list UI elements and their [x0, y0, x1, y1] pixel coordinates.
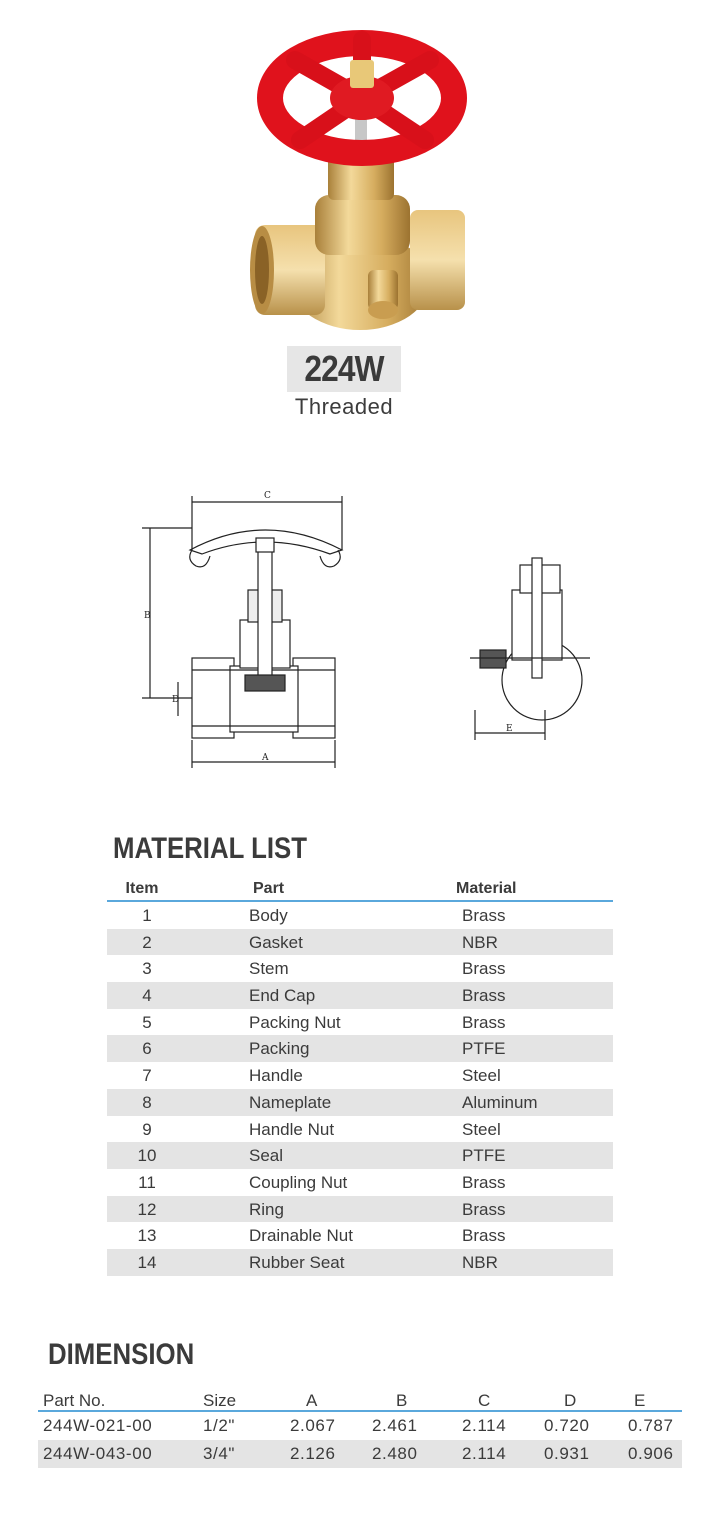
- material-name: Brass: [462, 986, 506, 1006]
- item-number: 1: [142, 906, 152, 925]
- model-label-box: 224W: [287, 346, 401, 392]
- item-number: 8: [142, 1092, 152, 1112]
- material-name: Brass: [462, 1012, 506, 1032]
- part-name: Packing Nut: [249, 1012, 341, 1032]
- item-number: 4: [142, 986, 152, 1006]
- dim-a-value: 2.126: [290, 1444, 336, 1463]
- item-number: 11: [138, 1172, 156, 1192]
- material-name: Brass: [462, 1199, 506, 1219]
- material-row: 1 Body Brass: [107, 902, 613, 929]
- header-d: D: [564, 1391, 577, 1410]
- dim-c-value: 2.114: [462, 1444, 507, 1463]
- technical-drawing: C A B D E: [142, 491, 590, 768]
- material-row: 13 Drainable Nut Brass: [107, 1222, 613, 1249]
- material-name: Brass: [462, 1172, 506, 1192]
- part-name: End Cap: [249, 986, 316, 1006]
- item-number: 7: [142, 1066, 152, 1086]
- connection-type: Threaded: [294, 394, 394, 419]
- part-name: Packing: [249, 1039, 310, 1059]
- material-row: 11 Coupling Nut Brass: [107, 1169, 613, 1196]
- size-value: 1/2": [203, 1416, 236, 1435]
- material-row: 2 Gasket NBR: [107, 928, 613, 956]
- item-number: 5: [142, 1012, 152, 1032]
- material-name: Brass: [462, 959, 506, 979]
- header-item: Item: [125, 880, 159, 897]
- valve-product-image: [250, 30, 467, 330]
- dim-e-value: 0.787: [628, 1416, 674, 1435]
- dim-b-value: 2.480: [372, 1444, 418, 1463]
- material-name: PTFE: [462, 1039, 506, 1059]
- material-list-title: MATERIAL LIST: [113, 832, 307, 865]
- item-number: 9: [142, 1119, 152, 1139]
- part-name: Body: [249, 906, 288, 925]
- dim-e-value: 0.906: [628, 1444, 674, 1463]
- part-number: 244W-021-00: [43, 1416, 153, 1435]
- header-part: Part: [253, 880, 285, 897]
- dim-label-a: A: [261, 753, 269, 763]
- dimension-table-header: Part No. Size A B C D E: [38, 1386, 682, 1412]
- part-name: Drainable Nut: [249, 1226, 353, 1246]
- part-name: Handle: [249, 1066, 303, 1086]
- material-name: Brass: [462, 906, 506, 925]
- header-b: B: [396, 1391, 408, 1410]
- part-name: Coupling Nut: [249, 1172, 348, 1192]
- dimension-title: DIMENSION: [48, 1338, 195, 1371]
- material-name: NBR: [462, 1252, 498, 1272]
- material-row: 5 Packing Nut Brass: [107, 1009, 613, 1036]
- material-row: 8 Nameplate Aluminum: [107, 1088, 613, 1116]
- material-row: 4 End Cap Brass: [107, 982, 613, 1009]
- part-name: Handle Nut: [249, 1119, 335, 1139]
- part-number: 244W-043-00: [43, 1444, 153, 1463]
- dim-label-d: D: [172, 695, 179, 705]
- material-name: Steel: [462, 1119, 501, 1139]
- material-row: 14 Rubber Seat NBR: [107, 1248, 613, 1276]
- dim-label-e: E: [506, 724, 513, 734]
- dim-label-b: B: [144, 611, 151, 621]
- material-name: PTFE: [462, 1146, 506, 1166]
- material-name: Steel: [462, 1066, 501, 1086]
- part-name: Ring: [249, 1199, 284, 1219]
- material-row: 9 Handle Nut Steel: [107, 1116, 613, 1143]
- material-row: 12 Ring Brass: [107, 1195, 613, 1223]
- header-a: A: [306, 1391, 318, 1410]
- material-row: 7 Handle Steel: [107, 1062, 613, 1089]
- item-number: 12: [137, 1199, 157, 1219]
- part-name: Rubber Seat: [249, 1252, 345, 1272]
- material-row: 6 Packing PTFE: [107, 1035, 613, 1063]
- header-size: Size: [203, 1391, 237, 1410]
- item-number: 13: [137, 1226, 157, 1246]
- material-table-header: Item Part Material: [107, 876, 613, 902]
- item-number: 2: [142, 932, 152, 952]
- header-material: Material: [456, 880, 517, 897]
- dim-c-value: 2.114: [462, 1416, 507, 1435]
- dimension-row: 244W-021-00 1/2" 2.067 2.461 2.114 0.720 0.787: [38, 1412, 682, 1440]
- item-number: 3: [142, 959, 152, 979]
- dim-b-value: 2.461: [372, 1416, 418, 1435]
- dim-a-value: 2.067: [290, 1416, 336, 1435]
- part-name: Seal: [249, 1146, 284, 1166]
- dim-d-value: 0.931: [544, 1444, 590, 1463]
- part-name: Nameplate: [249, 1092, 332, 1112]
- header-c: C: [478, 1391, 491, 1410]
- dimension-row: 244W-043-00 3/4" 2.126 2.480 2.114 0.931 0.906: [38, 1440, 682, 1468]
- header-part-no: Part No.: [43, 1391, 106, 1410]
- item-number: 14: [137, 1252, 157, 1272]
- item-number: 6: [142, 1039, 152, 1059]
- material-row: 10 Seal PTFE: [107, 1142, 613, 1169]
- part-name: Gasket: [249, 932, 303, 952]
- material-name: Brass: [462, 1226, 506, 1246]
- header-e: E: [634, 1391, 646, 1410]
- size-value: 3/4": [203, 1444, 236, 1463]
- model-title: 224W: [304, 348, 384, 389]
- material-name: Aluminum: [462, 1092, 538, 1112]
- material-name: NBR: [462, 932, 498, 952]
- part-name: Stem: [249, 959, 289, 979]
- material-row: 3 Stem Brass: [107, 955, 613, 982]
- item-number: 10: [137, 1146, 157, 1166]
- dim-d-value: 0.720: [544, 1416, 590, 1435]
- dim-label-c: C: [264, 491, 271, 501]
